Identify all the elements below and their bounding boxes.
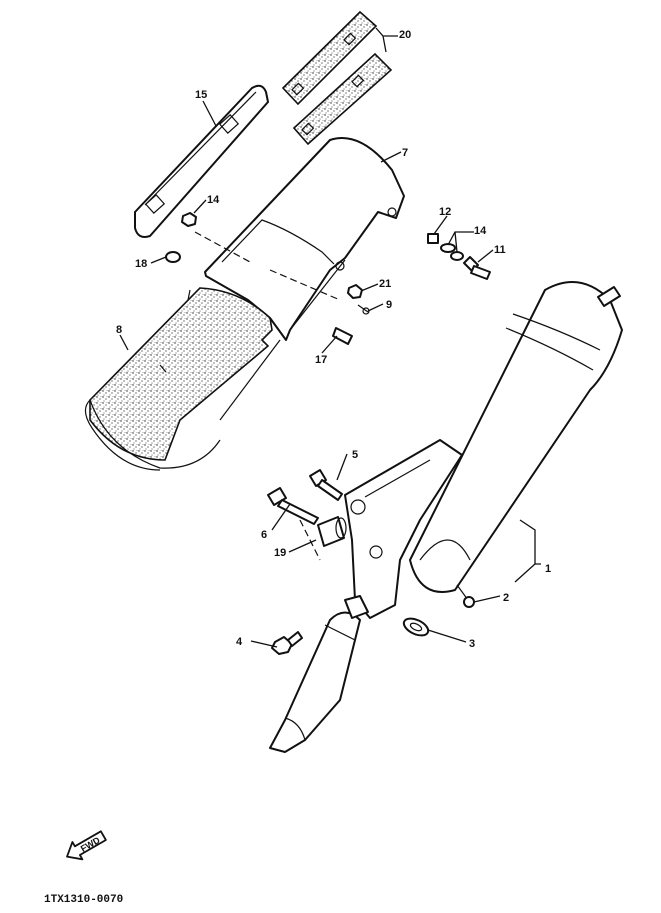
leader-lines bbox=[119, 27, 541, 648]
callout-8: 8 bbox=[116, 324, 122, 336]
callout-6: 6 bbox=[261, 529, 267, 541]
gasket-strips-part-20 bbox=[281, 10, 393, 146]
callout-11: 11 bbox=[494, 244, 506, 256]
forward-arrow-icon: FWD bbox=[66, 830, 107, 861]
callout-4: 4 bbox=[236, 636, 243, 648]
callout-labels: 1 2 3 4 5 6 7 8 9 11 12 14 14 15 17 18 1… bbox=[116, 29, 551, 650]
callout-14-right: 14 bbox=[474, 225, 487, 237]
callout-1: 1 bbox=[545, 563, 551, 575]
gasket-ring-part-3 bbox=[402, 617, 430, 637]
muffler-bracket bbox=[344, 439, 463, 619]
lower-protector-part-8 bbox=[84, 287, 281, 471]
callout-3: 3 bbox=[469, 638, 475, 650]
callout-21: 21 bbox=[379, 278, 391, 290]
exhaust-pipe bbox=[269, 595, 369, 753]
hardware-parts bbox=[165, 212, 491, 655]
drawing-code: 1TX1310-0070 bbox=[44, 894, 123, 906]
muffler-part-1 bbox=[409, 281, 623, 593]
callout-12: 12 bbox=[439, 206, 451, 218]
callout-7: 7 bbox=[402, 147, 408, 159]
cover-plate-part-15 bbox=[134, 84, 269, 238]
callout-17: 17 bbox=[315, 354, 327, 366]
callout-15: 15 bbox=[195, 89, 207, 101]
callout-19: 19 bbox=[274, 547, 286, 559]
alignment-lines bbox=[194, 231, 341, 561]
callout-5: 5 bbox=[352, 449, 358, 461]
callout-20: 20 bbox=[399, 29, 411, 41]
callout-14-upper: 14 bbox=[207, 194, 220, 206]
callout-2: 2 bbox=[503, 592, 509, 604]
upper-protector-part-7 bbox=[204, 137, 405, 341]
callout-9: 9 bbox=[386, 299, 392, 311]
callout-18: 18 bbox=[135, 258, 147, 270]
